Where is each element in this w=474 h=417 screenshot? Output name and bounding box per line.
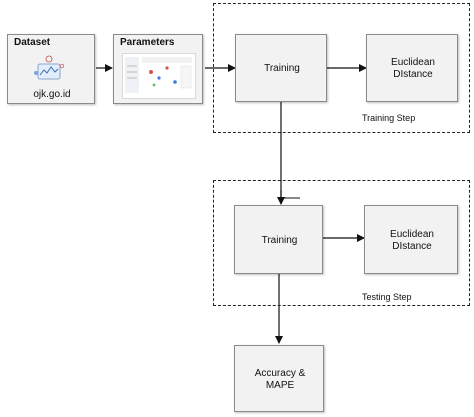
training-box-1: Training [235,34,327,102]
dataset-source: ojk.go.id [33,89,71,100]
dataset-box: Dataset ojk.go.id [7,34,95,104]
euclidean-distance-box-2: Euclidean DIstance [364,205,458,274]
testing-step-label: Testing Step [362,292,412,302]
training-step-group [213,3,470,133]
dataset-title: Dataset [14,37,51,48]
testing-step-group [213,180,470,306]
dataset-illustration-icon [34,53,65,83]
euclidean-distance-box-1: Euclidean DIstance [366,34,458,102]
training-step-label: Training Step [362,113,416,123]
mape-label: MAPE [265,380,295,391]
accuracy-mape-box: Accuracy & MAPE [234,345,324,412]
parameters-box: Parameters [113,34,203,104]
training-box-2: Training [234,205,323,274]
euclidean-label-1: Euclidean [391,57,435,68]
accuracy-label: Accuracy & [254,368,306,379]
parameters-title: Parameters [120,37,175,48]
distance-label-2: DIstance [392,241,432,252]
training-label-2: Training [261,235,298,246]
distance-label-1: DIstance [393,69,433,80]
euclidean-label-2: Euclidean [390,229,434,240]
parameters-screenshot-thumbnail [122,53,196,99]
training-label-1: Training [264,63,300,74]
